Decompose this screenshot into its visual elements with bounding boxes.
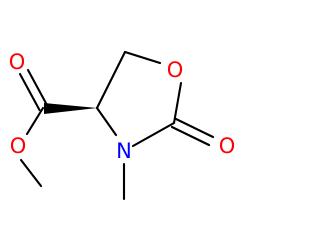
bond-c2-carbonyl-1 — [174, 117, 215, 139]
bond-c5-oring — [123, 50, 162, 65]
atom-n-ring: N — [116, 139, 132, 163]
bond-ester-carbonyl-2 — [18, 72, 41, 112]
bond-ester-carbonyl-1 — [26, 68, 49, 108]
molecule-structure: O O O N O — [9, 50, 236, 201]
bond-c2-n — [131, 121, 176, 148]
stereo-wedge-bond — [44, 103, 97, 114]
bond-oring-c2 — [172, 81, 183, 125]
atom-o-ester-carbonyl: O — [9, 50, 26, 74]
bond-c4-c5 — [95, 50, 127, 110]
bond-c2-carbonyl-2 — [170, 125, 211, 147]
atom-label-layer: O O O N O — [9, 50, 236, 163]
atom-o-methoxy: O — [10, 134, 27, 158]
atom-o-ring-carbonyl: O — [219, 134, 236, 158]
bond-layer — [18, 50, 215, 201]
atom-o-ring: O — [167, 58, 184, 82]
bond-o-methyl — [19, 158, 43, 188]
bond-n-c4 — [95, 106, 118, 137]
bond-ester-c-o — [25, 106, 45, 136]
